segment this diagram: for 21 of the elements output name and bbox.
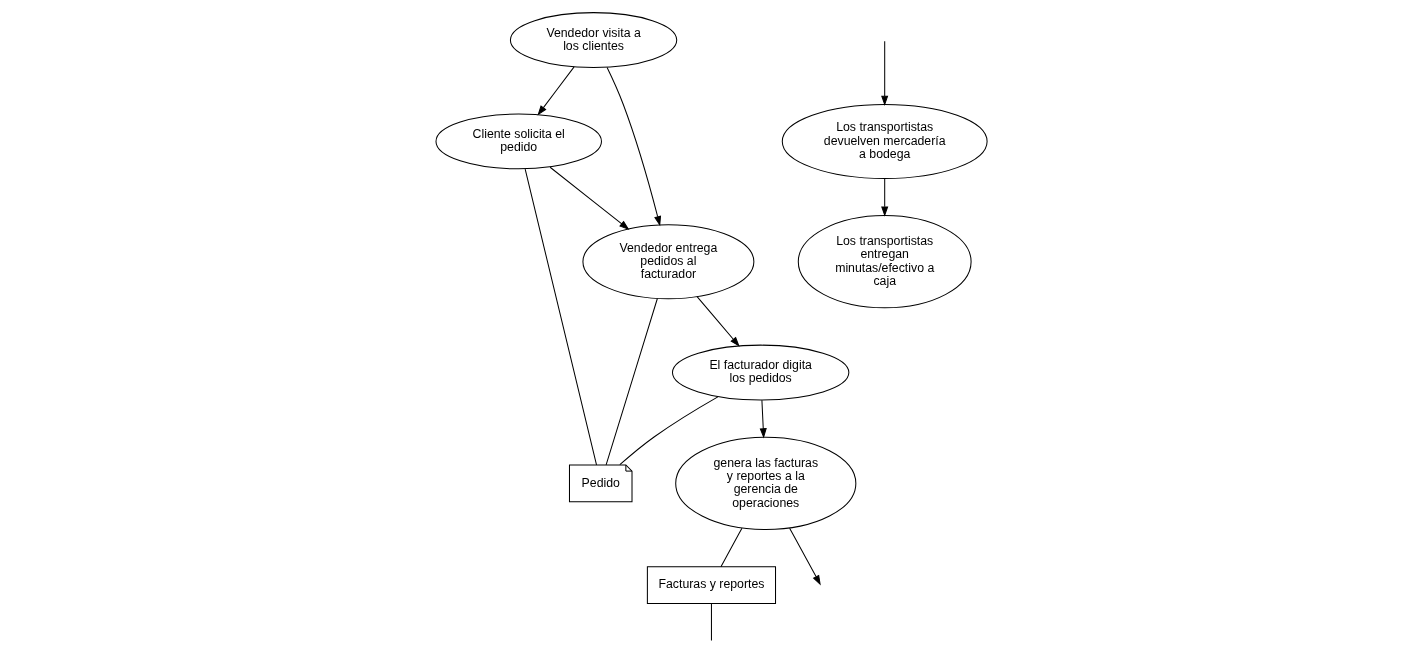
- arrow: [788, 527, 821, 586]
- node-ellipse: Cliente solicita el pedido: [434, 113, 602, 170]
- connector: [719, 527, 742, 568]
- arrow: [536, 66, 575, 116]
- node-box: Facturas y reportes: [646, 566, 776, 605]
- connector: [710, 603, 712, 641]
- node-ellipse: Los transportistas entregan minutas/efectivo a caja: [797, 215, 972, 309]
- connector: [524, 168, 597, 466]
- node-ellipse: Los transportistas devuelven mercadería a bodega: [781, 103, 988, 179]
- node-ellipse: El facturador digita los pedidos: [671, 344, 849, 401]
- arrow: [880, 178, 888, 217]
- arrow: [759, 399, 767, 439]
- connector: [618, 396, 718, 466]
- arrow: [606, 67, 661, 227]
- node-ellipse: Vendedor visita a los clientes: [509, 12, 677, 68]
- connector: [605, 298, 658, 466]
- node-ellipse: genera las facturas y reportes a la gerencia de operaciones: [674, 436, 856, 531]
- node-ellipse: Vendedor entrega pedidos al facturador: [581, 224, 754, 300]
- arrow: [549, 166, 629, 230]
- arrow: [880, 40, 888, 106]
- arrow: [696, 296, 740, 347]
